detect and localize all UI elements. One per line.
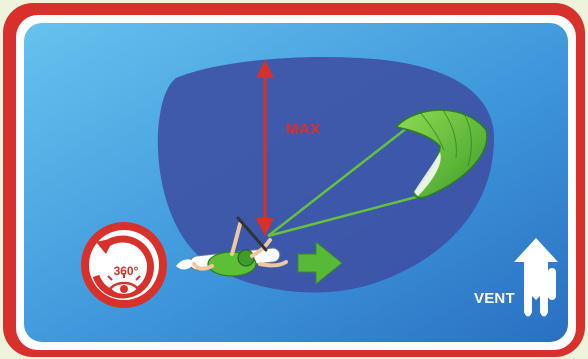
rotation-label: 360°: [109, 264, 143, 278]
wind-label: VENT: [474, 290, 515, 307]
max-height-label: MAX: [286, 121, 321, 138]
